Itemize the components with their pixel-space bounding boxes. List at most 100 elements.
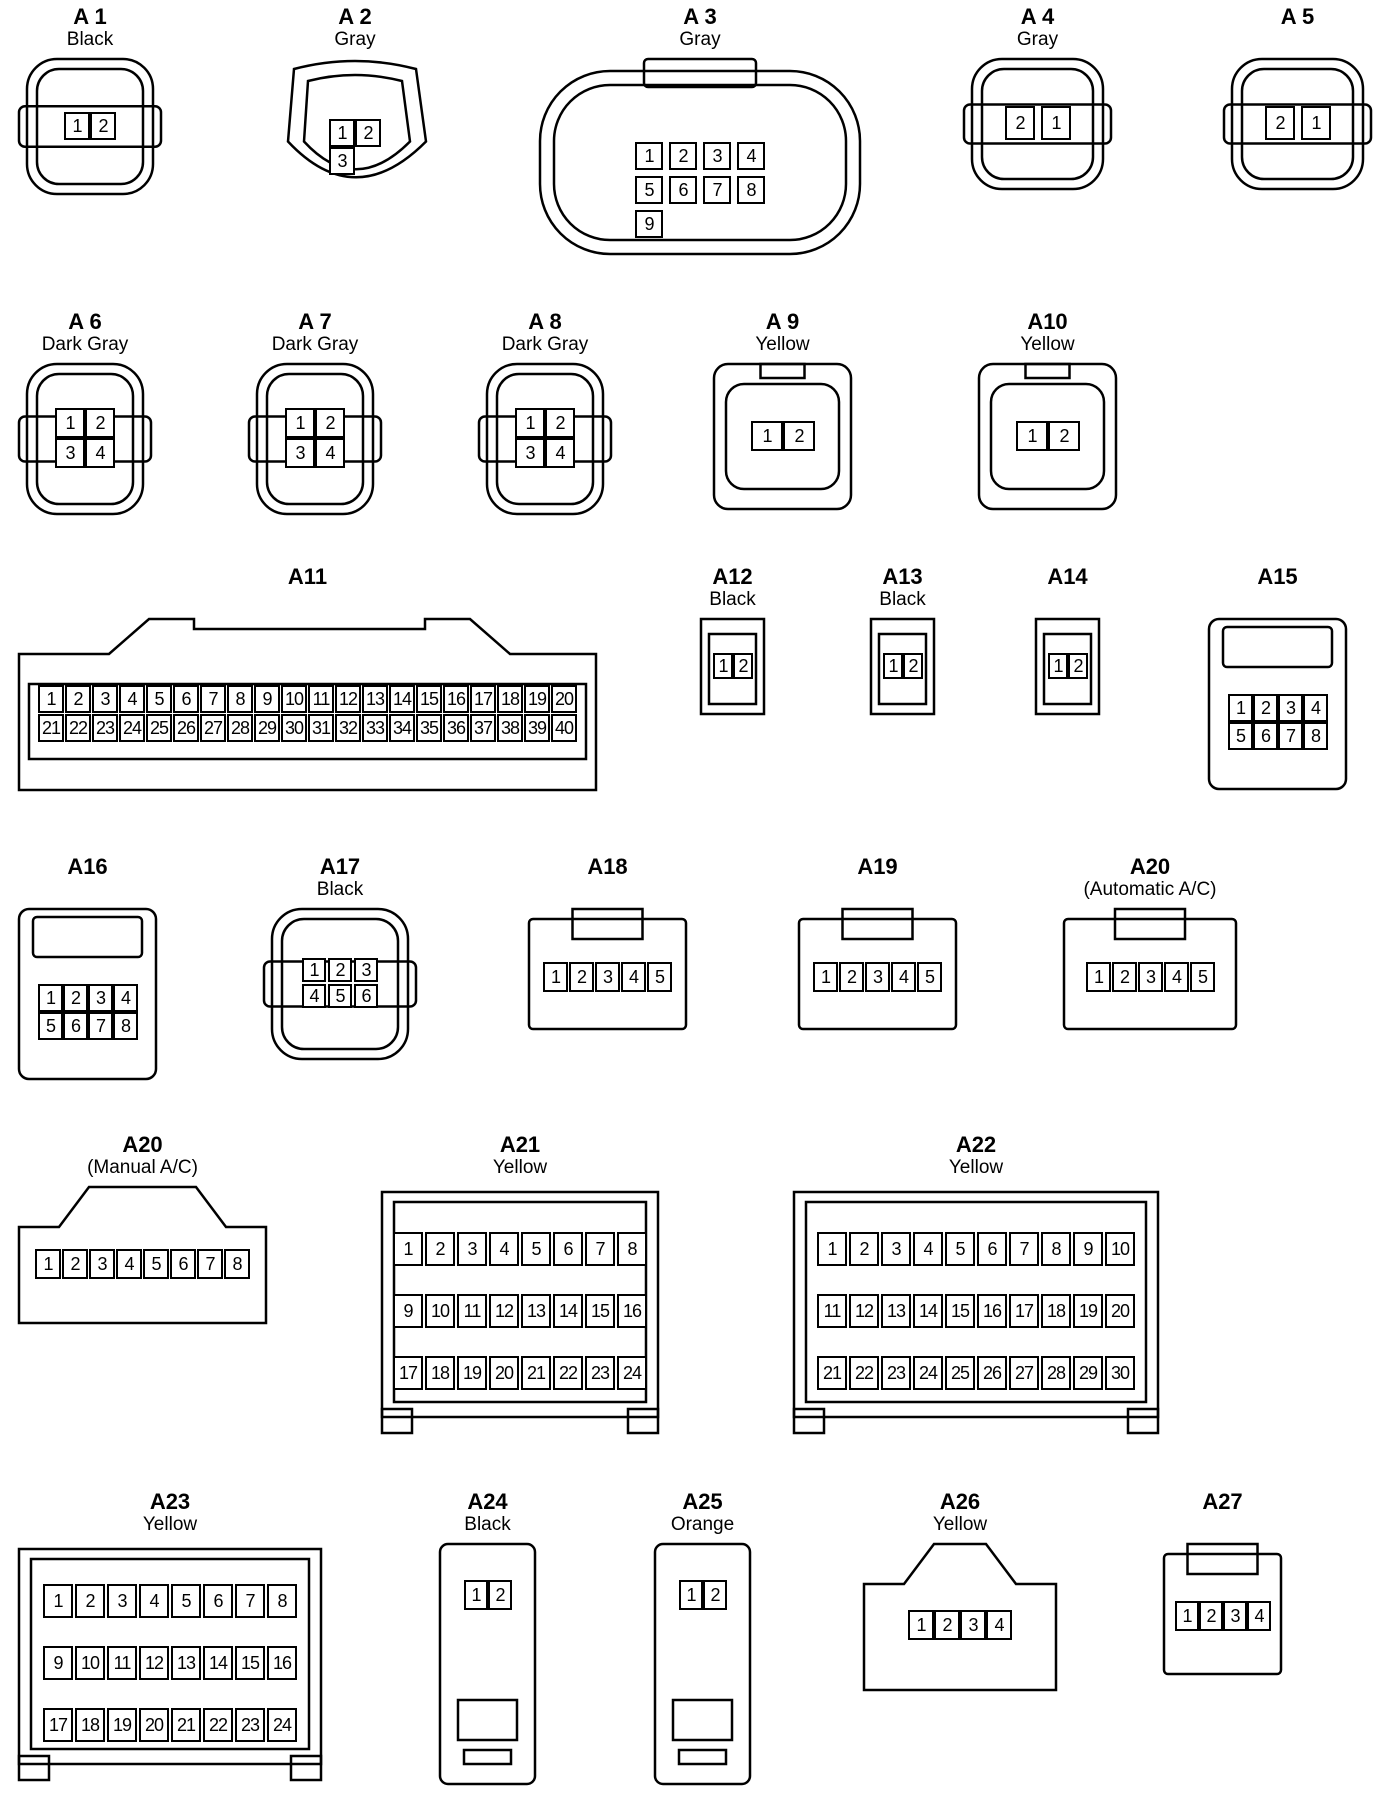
connector-color: Black bbox=[66, 29, 114, 50]
connector-pin: 2 bbox=[355, 119, 381, 147]
connector-color: (Automatic A/C) bbox=[1083, 879, 1217, 900]
connector-pin: 2 bbox=[65, 685, 91, 713]
connector-pin: 2 bbox=[849, 1232, 879, 1266]
connector-housing bbox=[792, 1190, 1160, 1435]
connector-id: A24 bbox=[467, 1489, 508, 1514]
connector-pin: 22 bbox=[849, 1356, 879, 1390]
connector-pin: 6 bbox=[63, 1012, 88, 1040]
connector-color: (Manual A/C) bbox=[87, 1157, 198, 1178]
connector-pin: 1 bbox=[285, 408, 315, 438]
connector-pin: 11 bbox=[817, 1294, 847, 1328]
connector-pin: 3 bbox=[960, 1610, 986, 1640]
connector-pin: 2 bbox=[90, 112, 116, 140]
connector-pin: 19 bbox=[457, 1356, 487, 1390]
connector-pin: 6 bbox=[1253, 722, 1278, 750]
connector-pin: 20 bbox=[1105, 1294, 1135, 1328]
connector-housing bbox=[438, 1542, 537, 1786]
connector-housing bbox=[653, 1542, 752, 1786]
connector-pin: 25 bbox=[945, 1356, 975, 1390]
connector-pin: 1 bbox=[1175, 1601, 1199, 1631]
connector-pin: 2 bbox=[1068, 653, 1088, 679]
connector-housing bbox=[17, 1547, 323, 1782]
connector-pin: 2 bbox=[63, 984, 88, 1012]
connector-pin: 2 bbox=[315, 408, 345, 438]
connector-id: A 7 bbox=[298, 309, 332, 334]
connector-pin: 1 bbox=[1041, 106, 1071, 140]
connector-housing bbox=[17, 617, 598, 792]
connector-label: A18 bbox=[525, 855, 690, 879]
connector-pin: 7 bbox=[1278, 722, 1303, 750]
connector-color: Black bbox=[879, 589, 926, 610]
connector-pin: 18 bbox=[425, 1356, 455, 1390]
connector-pin: 20 bbox=[139, 1708, 169, 1742]
connector-pin: 1 bbox=[43, 1584, 73, 1618]
connector-pin: 6 bbox=[170, 1249, 196, 1279]
connector-pin: 33 bbox=[362, 714, 388, 742]
connector-pin: 11 bbox=[107, 1646, 137, 1680]
connector-pin: 13 bbox=[881, 1294, 911, 1328]
connector-pin: 2 bbox=[85, 408, 115, 438]
connector-label: A 5 bbox=[1220, 5, 1375, 29]
connector-pin: 7 bbox=[200, 685, 226, 713]
connector-pin: 7 bbox=[703, 176, 731, 204]
connector-housing bbox=[862, 1542, 1058, 1692]
connector-pin: 16 bbox=[617, 1294, 647, 1328]
connector-pin: 17 bbox=[1009, 1294, 1039, 1328]
connector-pin: 23 bbox=[92, 714, 118, 742]
connector-label: A11 bbox=[15, 565, 600, 589]
connector-pin: 21 bbox=[817, 1356, 847, 1390]
connector-housing bbox=[17, 1185, 268, 1325]
connector-pin: 11 bbox=[457, 1294, 487, 1328]
connector-pin: 25 bbox=[146, 714, 172, 742]
connector-pin: 15 bbox=[945, 1294, 975, 1328]
connector-pin: 27 bbox=[200, 714, 226, 742]
connector-color: Yellow bbox=[492, 1157, 548, 1178]
connector-pin: 3 bbox=[329, 147, 355, 175]
connector-pin: 1 bbox=[813, 962, 838, 992]
connector-pin: 1 bbox=[55, 408, 85, 438]
connector-pin: 22 bbox=[553, 1356, 583, 1390]
connector-pin: 1 bbox=[635, 142, 663, 170]
connector-pin: 22 bbox=[203, 1708, 233, 1742]
connector-pin: 4 bbox=[621, 962, 646, 992]
connector-pin: 2 bbox=[62, 1249, 88, 1279]
connector-pin: 9 bbox=[254, 685, 280, 713]
connector-pin: 2 bbox=[1253, 694, 1278, 722]
connector-pin: 8 bbox=[267, 1584, 297, 1618]
connector-pin: 8 bbox=[1303, 722, 1328, 750]
connector-pin: 14 bbox=[913, 1294, 943, 1328]
connector-id: A 9 bbox=[765, 309, 800, 334]
connector-pin: 4 bbox=[1247, 1601, 1271, 1631]
connector-pin: 3 bbox=[89, 1249, 115, 1279]
connector-pin: 5 bbox=[945, 1232, 975, 1266]
connector-pin: 3 bbox=[285, 438, 315, 468]
connector-pin: 8 bbox=[224, 1249, 250, 1279]
connector-pin: 5 bbox=[647, 962, 672, 992]
connector-color: Yellow bbox=[755, 334, 810, 355]
connector-id: A12 bbox=[712, 564, 753, 589]
connector-pin: 19 bbox=[107, 1708, 137, 1742]
connector-id: A 5 bbox=[1280, 4, 1315, 29]
connector-id: A16 bbox=[67, 854, 108, 879]
